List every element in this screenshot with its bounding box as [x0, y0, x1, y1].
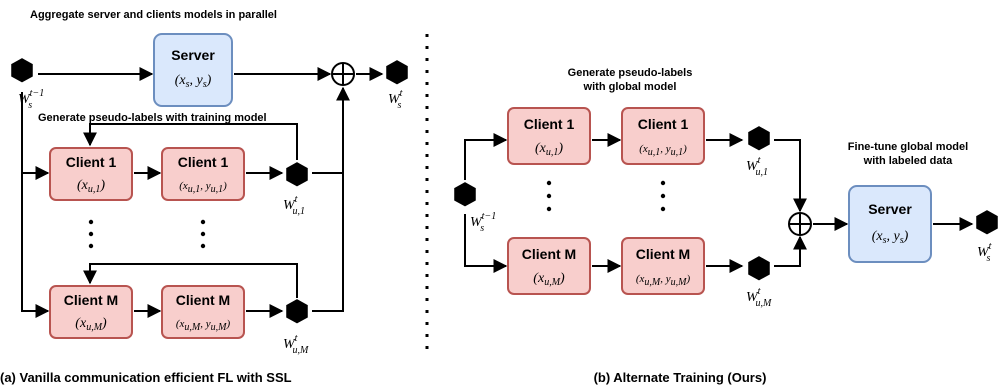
panel-b: Generate pseudo-labels with global model… — [454, 67, 998, 385]
ellipsis-dots — [88, 219, 206, 249]
client-m-pseudo-box: Client M (xu,M, yu,M) — [161, 285, 245, 339]
weights-cube-icon — [748, 126, 770, 151]
client-1-box: Client 1 (xu,1) — [507, 107, 591, 165]
weights-cube-icon — [976, 210, 998, 235]
client-data: (xu,M, yu,M) — [176, 318, 231, 333]
server-box: Server (xs, ys) — [153, 33, 233, 107]
weights-cube-icon — [748, 256, 770, 281]
client-data: (xu,1) — [77, 178, 105, 195]
client-data: (xu,1, yu,1) — [179, 180, 227, 195]
edge-clients-to-aggregate — [312, 86, 350, 312]
panel-a: Aggregate server and clients models in p… — [0, 9, 408, 385]
weights-cube-icon — [386, 60, 408, 85]
weights-cube-icon — [454, 182, 476, 207]
client-data: (xu,M) — [533, 271, 565, 288]
client-title: Client M — [64, 292, 118, 308]
weights-cube-icon — [11, 58, 33, 83]
weights-cube-icon — [286, 162, 308, 187]
aggregate-plus-icon — [331, 62, 355, 86]
edge-input-to-client-1 — [464, 133, 508, 180]
edge-wm-to-aggregate — [774, 235, 807, 267]
client-m-box: Client M (xu,M) — [49, 285, 133, 339]
server-title: Server — [868, 201, 912, 217]
client-1-pseudo-box: Client 1 (xu,1, yu,1) — [621, 107, 705, 165]
client-title: Client M — [176, 292, 230, 308]
client-data: (xu,M) — [75, 316, 107, 333]
server-data: (xs, ys) — [175, 73, 212, 90]
ellipsis-dots — [546, 180, 666, 212]
client-m-box: Client M (xu,M) — [507, 237, 591, 295]
client-m-pseudo-box: Client M (xu,M, yu,M) — [621, 237, 705, 295]
client-title: Client 1 — [524, 116, 575, 132]
aggregate-plus-icon — [788, 212, 812, 236]
client-1-box: Client 1 (xu,1) — [49, 147, 133, 201]
client-title: Client 1 — [66, 154, 117, 170]
panel-b-top-heading-2: with global model — [583, 81, 677, 93]
panel-b-caption: (b) Alternate Training (Ours) — [594, 370, 767, 385]
panel-a-mid-heading: Generate pseudo-labels with training mod… — [38, 112, 267, 124]
panel-b-top-heading-1: Generate pseudo-labels — [568, 67, 693, 79]
panel-b-right-heading-1: Fine-tune global model — [848, 141, 968, 153]
server-box: Server (xs, ys) — [848, 185, 932, 263]
server-data: (xs, ys) — [872, 229, 909, 246]
panel-a-top-heading: Aggregate server and clients models in p… — [30, 9, 277, 21]
client-title: Client 1 — [638, 116, 689, 132]
client-1-pseudo-box: Client 1 (xu,1, yu,1) — [161, 147, 245, 201]
edge-input-to-client-m — [464, 214, 508, 273]
client-data: (xu,M, yu,M) — [636, 273, 691, 288]
panel-b-right-heading-2: with labeled data — [863, 155, 954, 167]
client-data: (xu,1, yu,1) — [639, 143, 687, 158]
client-title: Client M — [522, 246, 576, 262]
edge-input-to-client-m — [21, 92, 50, 318]
server-title: Server — [171, 47, 215, 63]
edge-feedback-client-1 — [83, 123, 298, 160]
client-title: Client M — [636, 246, 690, 262]
client-data: (xu,1) — [535, 141, 563, 158]
client-title: Client 1 — [178, 154, 229, 170]
panel-a-caption: (a) Vanilla communication efficient FL w… — [0, 370, 292, 385]
edge-w1-to-aggregate — [774, 139, 807, 213]
weights-cube-icon — [286, 299, 308, 324]
edge-feedback-client-m — [83, 263, 298, 298]
